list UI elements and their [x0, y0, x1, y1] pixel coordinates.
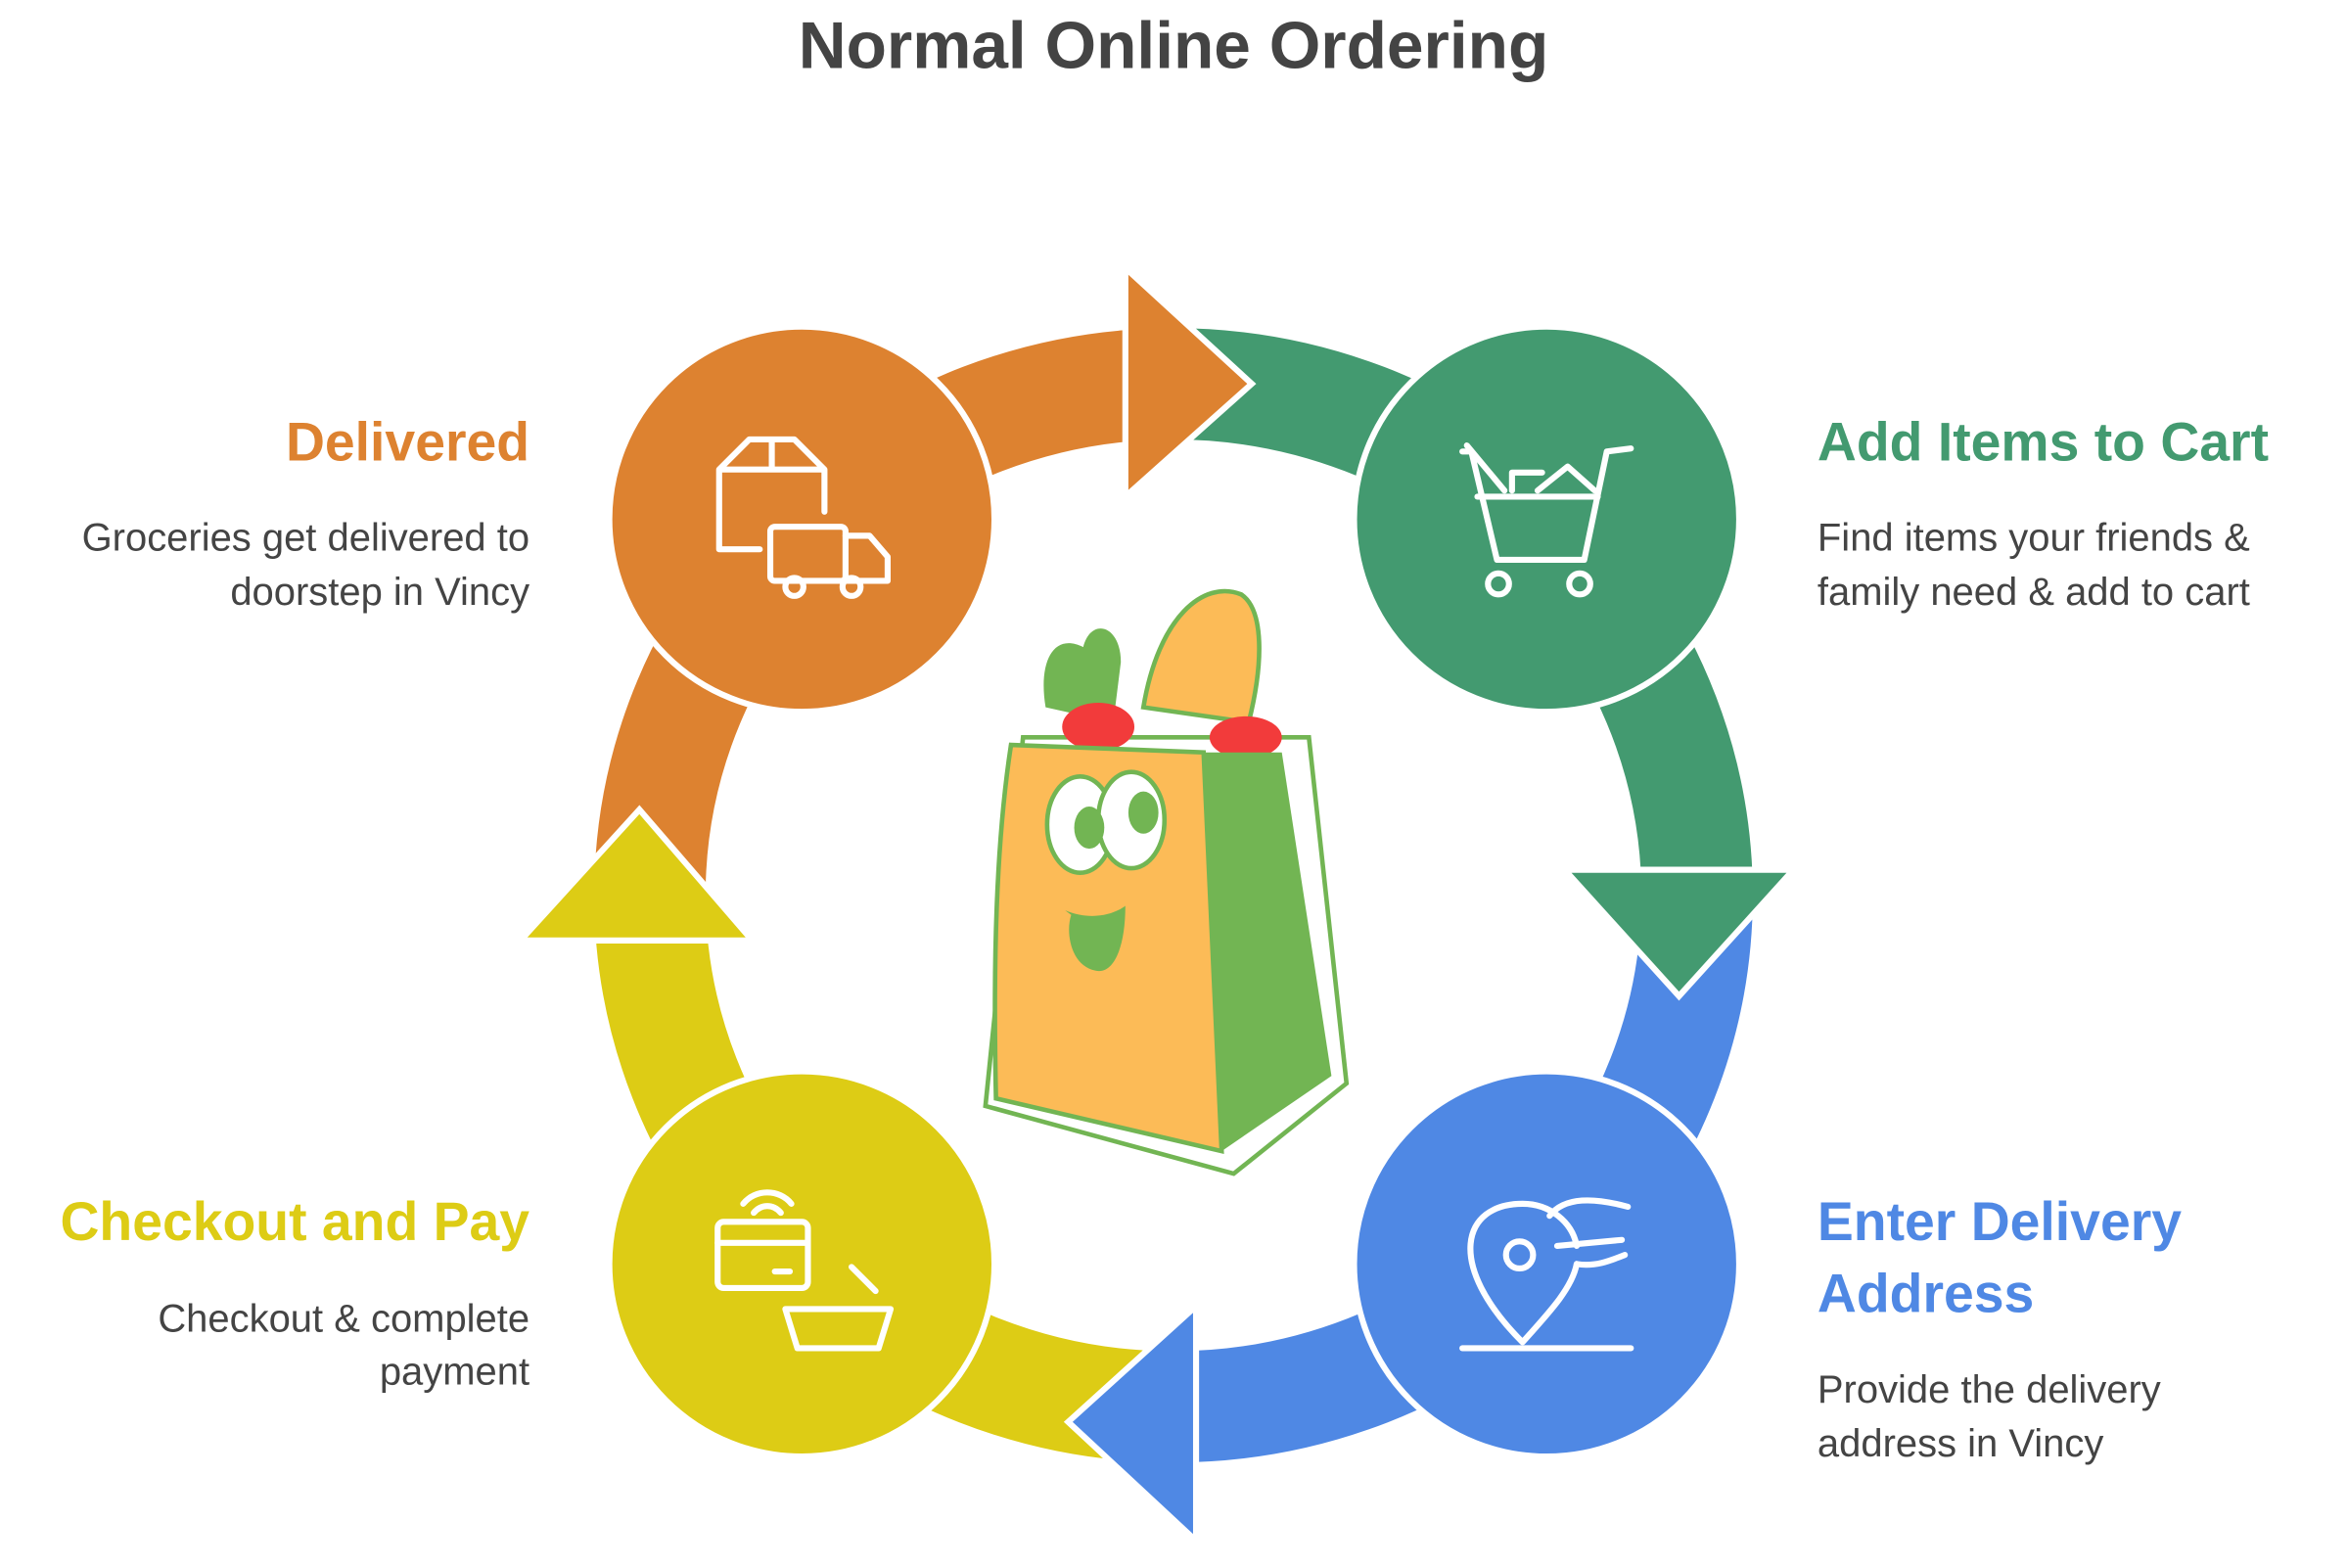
step-heading: Add Items to Cart [1818, 412, 2269, 473]
step-circle-add-items [1351, 323, 1743, 715]
step-heading: Enter Delivery [1818, 1191, 2182, 1252]
step-description: Checkout & complete [158, 1298, 529, 1341]
diagram-title: Normal Online Ordering [799, 9, 1549, 82]
arrowhead-down [1557, 866, 1801, 1001]
step-label-enter-address: Enter Delivery Address Provide the deliv… [1818, 1191, 2182, 1465]
step-description: Find items your friends & [1818, 517, 2250, 560]
step-heading: Checkout and Pay [60, 1191, 529, 1252]
card-basket-icon [714, 1189, 895, 1352]
step-circle-checkout [606, 1068, 998, 1460]
step-description: doorstep in Vincy [230, 571, 529, 614]
arrowhead-right [1122, 260, 1257, 504]
step-heading: Delivered [286, 412, 529, 473]
step-label-add-items: Add Items to Cart Find items your friend… [1818, 412, 2269, 615]
arrowhead-left [1063, 1299, 1200, 1548]
arrowhead-up [513, 805, 759, 944]
step-circle-delivered [606, 323, 998, 715]
step-heading: Address [1818, 1264, 2034, 1324]
step-label-checkout: Checkout and Pay Checkout & complete pay… [60, 1191, 529, 1394]
shopping-cart-icon [1459, 442, 1634, 598]
location-pin-hand-icon [1459, 1197, 1634, 1352]
box-truck-icon [715, 436, 892, 599]
step-circle-enter-address [1351, 1068, 1743, 1460]
step-description: payment [380, 1350, 529, 1393]
step-label-delivered: Delivered Groceries get delivered to doo… [82, 412, 529, 615]
step-description: Provide the delivery [1818, 1368, 2161, 1411]
step-description: address in Vincy [1818, 1422, 2103, 1465]
grocery-bag-mascot-icon [983, 588, 1350, 1176]
step-description: Groceries get delivered to [82, 517, 529, 560]
step-description: family need & add to cart [1818, 571, 2250, 614]
